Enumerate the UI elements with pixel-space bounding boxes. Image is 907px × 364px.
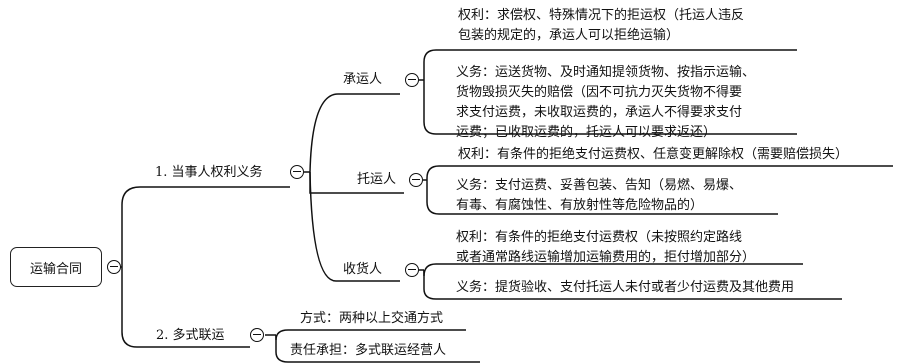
collapse-toggle-icon[interactable] <box>405 263 419 277</box>
text-line: 权利：求偿权、特殊情况下的拒运权（托运人违反 <box>458 8 745 23</box>
node-label: 收货人 <box>343 262 383 277</box>
text-line: 包装的规定的，承运人可以拒绝运输） <box>458 28 680 43</box>
text-line: 有毒、有腐蚀性、有放射性等危险物品的） <box>456 198 704 213</box>
node-label: 承运人 <box>343 72 383 87</box>
branch-multimodal-transport[interactable]: 2. 多式联运 <box>156 326 225 346</box>
text-line: 义务：提货验收、支付托运人未付或者少付运费及其他费用 <box>456 280 795 295</box>
collapse-toggle-icon[interactable] <box>107 260 121 274</box>
branch-label: 2. 多式联运 <box>156 328 225 343</box>
leaf-consignee-obligations: 义务：提货验收、支付托运人未付或者少付运费及其他费用 <box>456 278 794 298</box>
text-line: 货物毁损灭失的赔偿（因不可抗力灭失货物不得要 <box>456 85 743 100</box>
text-line: 责任承担：多式联运经营人 <box>290 343 447 358</box>
root-label: 运输合同 <box>29 261 82 277</box>
text-line: 方式：两种以上交通方式 <box>300 311 444 326</box>
collapse-toggle-icon[interactable] <box>290 165 304 179</box>
node-shipper[interactable]: 托运人 <box>357 170 396 190</box>
leaf-multimodal-method: 方式：两种以上交通方式 <box>300 309 443 329</box>
leaf-consignee-rights: 权利：有条件的拒绝支付运费权（未按照约定路线 或者通常路线运输增加运输费用的，拒… <box>456 228 755 268</box>
leaf-shipper-obligations: 义务：支付运费、妥善包装、告知（易燃、易爆、 有毒、有腐蚀性、有放射性等危险物品… <box>456 176 742 216</box>
text-line: 义务：运送货物、及时通知提领货物、按指示运输、 <box>456 65 756 80</box>
node-consignee[interactable]: 收货人 <box>343 260 382 280</box>
collapse-toggle-icon[interactable] <box>250 328 264 342</box>
node-carrier[interactable]: 承运人 <box>343 70 382 90</box>
leaf-carrier-rights: 权利：求偿权、特殊情况下的拒运权（托运人违反 包装的规定的，承运人可以拒绝运输） <box>458 6 744 46</box>
text-line: 求支付运费，未收取运费的，承运人不得要求支付 <box>456 105 743 120</box>
text-line: 权利：有条件的拒绝支付运费权（未按照约定路线 <box>456 230 743 245</box>
collapse-toggle-icon[interactable] <box>405 73 419 87</box>
collapse-toggle-icon[interactable] <box>409 173 423 187</box>
branch-rights-obligations[interactable]: 1. 当事人权利义务 <box>155 163 263 183</box>
node-label: 托运人 <box>357 172 397 187</box>
leaf-carrier-obligations: 义务：运送货物、及时通知提领货物、按指示运输、 货物毁损灭失的赔偿（因不可抗力灭… <box>456 63 755 143</box>
root-node-transport-contract[interactable]: 运输合同 <box>10 247 102 287</box>
text-line: 义务：支付运费、妥善包装、告知（易燃、易爆、 <box>456 178 743 193</box>
branch-label: 1. 当事人权利义务 <box>155 165 263 180</box>
text-line: 运费；已收取运费的，托运人可以要求返还） <box>456 125 717 140</box>
leaf-multimodal-liability: 责任承担：多式联运经营人 <box>290 341 446 361</box>
text-line: 或者通常路线运输增加运输费用的，拒付增加部分） <box>456 250 756 265</box>
leaf-shipper-rights: 权利：有条件的拒绝支付运费权、任意变更解除权（需要赔偿损失） <box>458 145 848 165</box>
text-line: 权利：有条件的拒绝支付运费权、任意变更解除权（需要赔偿损失） <box>458 147 849 162</box>
